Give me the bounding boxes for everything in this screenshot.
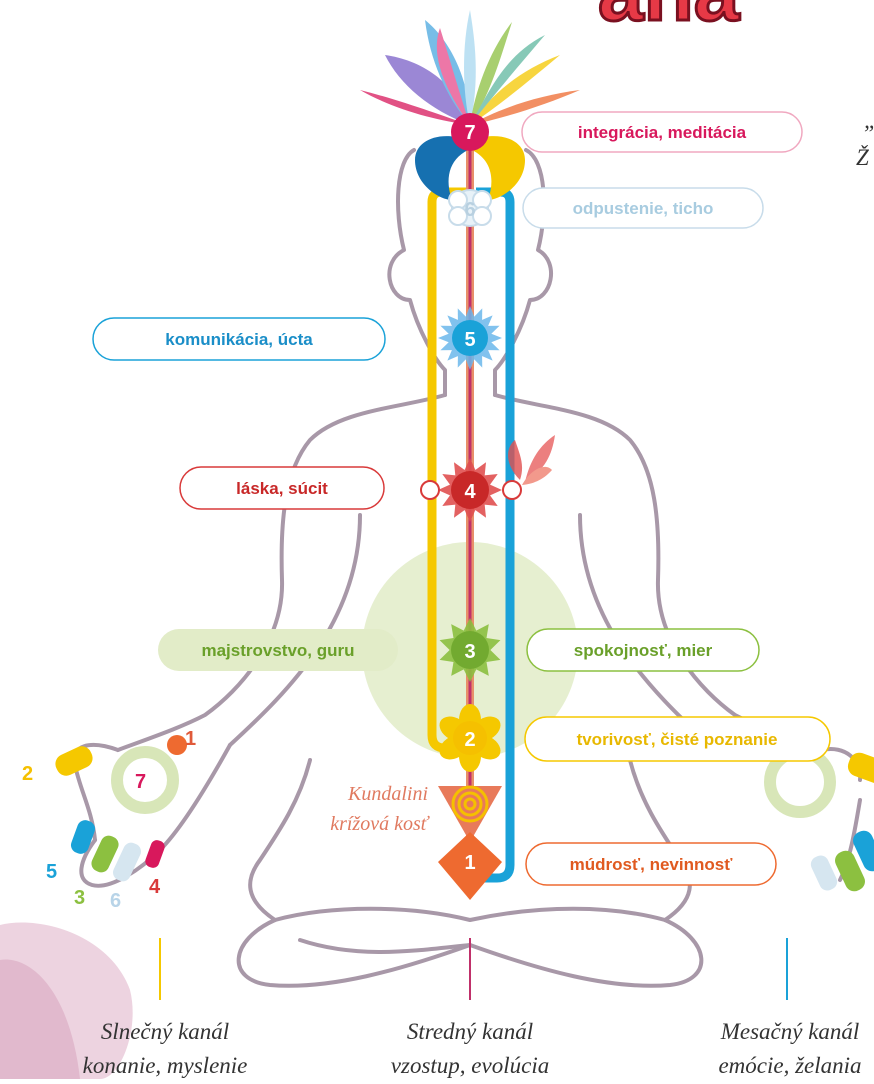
hand-number-1: 1: [185, 728, 196, 750]
chakra-6-label: odpustenie, ticho: [573, 199, 714, 218]
chakra-3-label: spokojnosť, mier: [574, 641, 713, 660]
central-channel-subtitle: vzostup, evolúcia: [391, 1053, 549, 1078]
chakra-3-number: 3: [464, 641, 475, 663]
chakra-1-pill: múdrosť, nevinnosť: [526, 843, 776, 885]
chakra-7-pill: integrácia, meditácia: [522, 112, 802, 152]
chakra-6-pill: odpustenie, ticho: [523, 188, 763, 228]
chakra-5-label: komunikácia, úcta: [165, 330, 313, 349]
chakra-7-number: 7: [464, 122, 475, 144]
chakra-5-number: 5: [464, 329, 475, 351]
chakra-5-pill: komunikácia, úcta: [93, 318, 385, 360]
quote-fragment-line1: „: [864, 108, 874, 133]
chakra-2-label: tvorivosť, čisté poznanie: [577, 730, 778, 749]
chakra-2-pill: tvorivosť, čisté poznanie: [525, 717, 830, 761]
hand-number-4: 4: [149, 876, 161, 898]
chakra-3-pill: spokojnosť, mier: [527, 629, 759, 671]
chakra-2-number: 2: [464, 729, 475, 751]
heart-left-node: [421, 481, 439, 499]
chakra-3-pill-left: majstrovstvo, guru: [158, 629, 398, 671]
chakra-1-number: 1: [464, 852, 475, 874]
hand-number-3: 3: [74, 887, 85, 909]
chakra-4-label: láska, súcit: [236, 479, 328, 498]
hand-number-5: 5: [46, 861, 57, 883]
right-fingertips: [808, 750, 874, 894]
heart-lotus-flame: [508, 435, 555, 485]
chakra-4-number: 4: [464, 481, 476, 503]
sun-channel-title: Slnečný kanál: [101, 1019, 229, 1044]
crown-lotus-petals: [360, 10, 580, 125]
chakra-7-label: integrácia, meditácia: [578, 123, 747, 142]
heart-right-node: [503, 481, 521, 499]
chakra-1-label: múdrosť, nevinnosť: [570, 855, 734, 874]
header-title-fragment: ana: [598, 0, 741, 38]
quote-fragment-line2: Ž: [856, 145, 869, 170]
sun-channel-subtitle: konanie, myslenie: [83, 1053, 248, 1078]
hand-number-7: 7: [135, 771, 146, 793]
chakra-6-number: 6: [464, 199, 475, 221]
moon-channel: [470, 192, 510, 878]
chakra-4-pill: láska, súcit: [180, 467, 384, 509]
hand-number-2: 2: [22, 763, 33, 785]
hand-number-6: 6: [110, 890, 121, 912]
kundalini-label: Kundalini: [347, 783, 428, 805]
central-channel-title: Stredný kanál: [407, 1019, 533, 1044]
chakra-3-left-label: majstrovstvo, guru: [201, 641, 354, 660]
kundalini-sublabel: krížová kosť: [330, 813, 430, 835]
moon-channel-subtitle: emócie, želania: [718, 1053, 861, 1078]
moon-channel-title: Mesačný kanál: [720, 1019, 860, 1044]
